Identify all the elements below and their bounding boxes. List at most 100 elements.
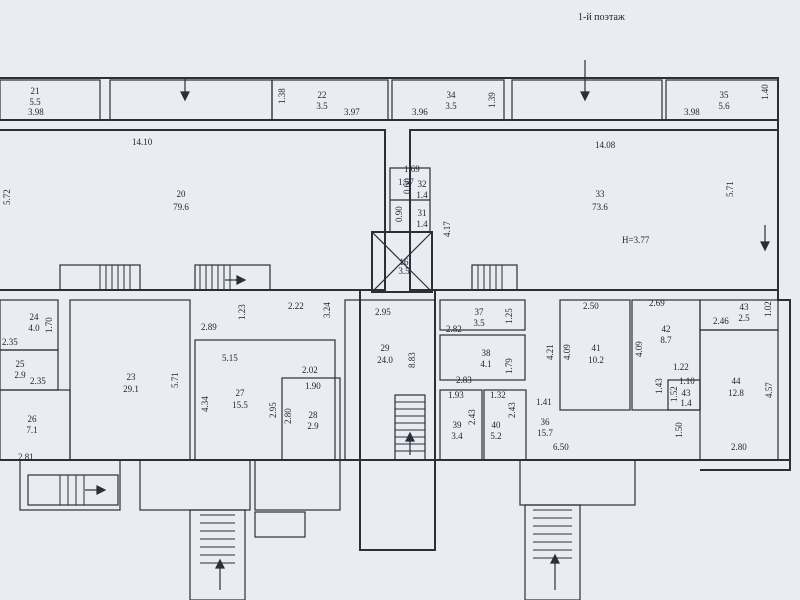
dim-label: 5.15	[222, 353, 238, 363]
dim-label: 2.43	[467, 409, 477, 425]
dim-label: 2.89	[201, 322, 217, 332]
dim-label: 1.79	[504, 358, 514, 374]
dim-label: 2.80	[731, 442, 747, 452]
room-area: 1.4	[416, 190, 428, 200]
dim-label: 3.96	[412, 107, 428, 117]
room-area: 2.5	[738, 313, 750, 323]
room-labels: 21 5.5 22 3.5 34 3.5 35 5.6 20 79.6 33 7…	[14, 86, 750, 441]
room-area: 73.6	[592, 202, 608, 212]
dim-label: 2.82	[446, 324, 462, 334]
room-number: 12.8	[728, 388, 744, 398]
dim-label: 1.25	[504, 308, 514, 324]
room-area: 29.1	[123, 384, 139, 394]
room-number: 43	[740, 302, 750, 312]
dim-label: 8.83	[407, 352, 417, 368]
floor-title: 1-й поэтаж	[578, 12, 625, 23]
dim-label: 1.70	[44, 317, 54, 333]
left-rooms	[0, 299, 436, 461]
room-area: 15.7	[537, 428, 553, 438]
room-number: 26	[28, 414, 38, 424]
room-number: 44	[732, 376, 742, 386]
room-number: 39	[453, 420, 463, 430]
room-number: 22	[318, 90, 327, 100]
dim-label: 5.71	[170, 372, 180, 388]
ceiling-height-note: H=3.77	[622, 235, 650, 245]
stair-bottom-left-small	[27, 474, 119, 506]
room-area: 3.5	[473, 318, 485, 328]
right-rooms	[439, 299, 779, 461]
stair-mid-upper	[194, 264, 271, 291]
room-number: 33	[596, 189, 606, 199]
dim-label: 2.81	[18, 452, 34, 462]
room-number: 34	[447, 90, 457, 100]
dim-label: 0.90	[394, 206, 404, 222]
room-area: 4.1	[480, 359, 491, 369]
room-number: 43	[682, 388, 692, 398]
dim-label: 1.69	[404, 164, 420, 174]
dim-label: 2.95	[268, 402, 278, 418]
dim-label: 2.80	[283, 408, 293, 424]
room-number: 27	[236, 388, 246, 398]
room-area: 10.2	[588, 355, 604, 365]
room-number: 28	[309, 410, 319, 420]
dim-label: 3.97	[344, 107, 360, 117]
room-area: 24.0	[377, 355, 393, 365]
room-area: 5.5	[29, 97, 41, 107]
room-area: 15.5	[232, 400, 248, 410]
dim-label: 1.10	[679, 376, 695, 386]
dim-label: 1.23	[237, 304, 247, 320]
dim-label: 1.90	[305, 381, 321, 391]
dim-label: 4.09	[634, 341, 644, 357]
top-strip-partitions	[0, 79, 779, 121]
room-area: 2.9	[14, 370, 26, 380]
dim-label: 1.22	[673, 362, 689, 372]
dim-label: 1.43	[654, 378, 664, 394]
dim-label: 3.24	[322, 302, 332, 318]
room-area: 5.6	[718, 101, 730, 111]
room-number: 32	[418, 179, 427, 189]
room-area: 79.6	[173, 202, 189, 212]
room-area: 1.4	[416, 219, 428, 229]
dim-label: 2.95	[375, 307, 391, 317]
dim-label: 1.93	[448, 390, 464, 400]
dim-label: 4.34	[200, 396, 210, 412]
dim-label: 2.69	[649, 298, 665, 308]
dim-label: 2.35	[2, 337, 18, 347]
room-number: 29	[381, 343, 391, 353]
dim-label: 6.50	[553, 442, 569, 452]
dim-label: 4.09	[562, 344, 572, 360]
dim-label: 14.10	[132, 137, 153, 147]
room-area: 5.2	[490, 431, 501, 441]
dim-label: 4.57	[764, 382, 774, 398]
room-number: 23	[127, 372, 137, 382]
room-number: 37	[475, 307, 485, 317]
room-number: 36	[541, 417, 551, 427]
room-number: 31	[418, 208, 427, 218]
room-number: 16	[400, 257, 410, 267]
room-area: 3.4	[451, 431, 463, 441]
dim-label: 5.71	[725, 181, 735, 197]
dim-label: 1.38	[277, 88, 287, 104]
dim-label: 2.35	[30, 376, 46, 386]
room-number: 24	[30, 312, 40, 322]
room-area: 1.4	[680, 398, 692, 408]
dim-label: 1.40	[760, 84, 770, 100]
room-area: 4.0	[28, 323, 40, 333]
dim-label: 14.08	[595, 140, 616, 150]
dim-label: 1.02	[763, 301, 773, 317]
dim-label: 5.72	[2, 189, 12, 205]
room-area: 3.5	[316, 101, 328, 111]
dim-label: 2.83	[456, 375, 472, 385]
stair-right-upper	[471, 264, 518, 291]
room-number: 20	[177, 189, 187, 199]
dim-label: 2.22	[288, 301, 304, 311]
dim-label: 0.60	[402, 178, 412, 194]
porches	[19, 459, 636, 538]
room-number: 40	[492, 420, 502, 430]
dim-label: 2.46	[713, 316, 729, 326]
arrows	[85, 60, 770, 590]
dim-label: 1.32	[490, 390, 506, 400]
dim-label: 1.50	[674, 422, 684, 438]
room-number: 25	[16, 359, 26, 369]
